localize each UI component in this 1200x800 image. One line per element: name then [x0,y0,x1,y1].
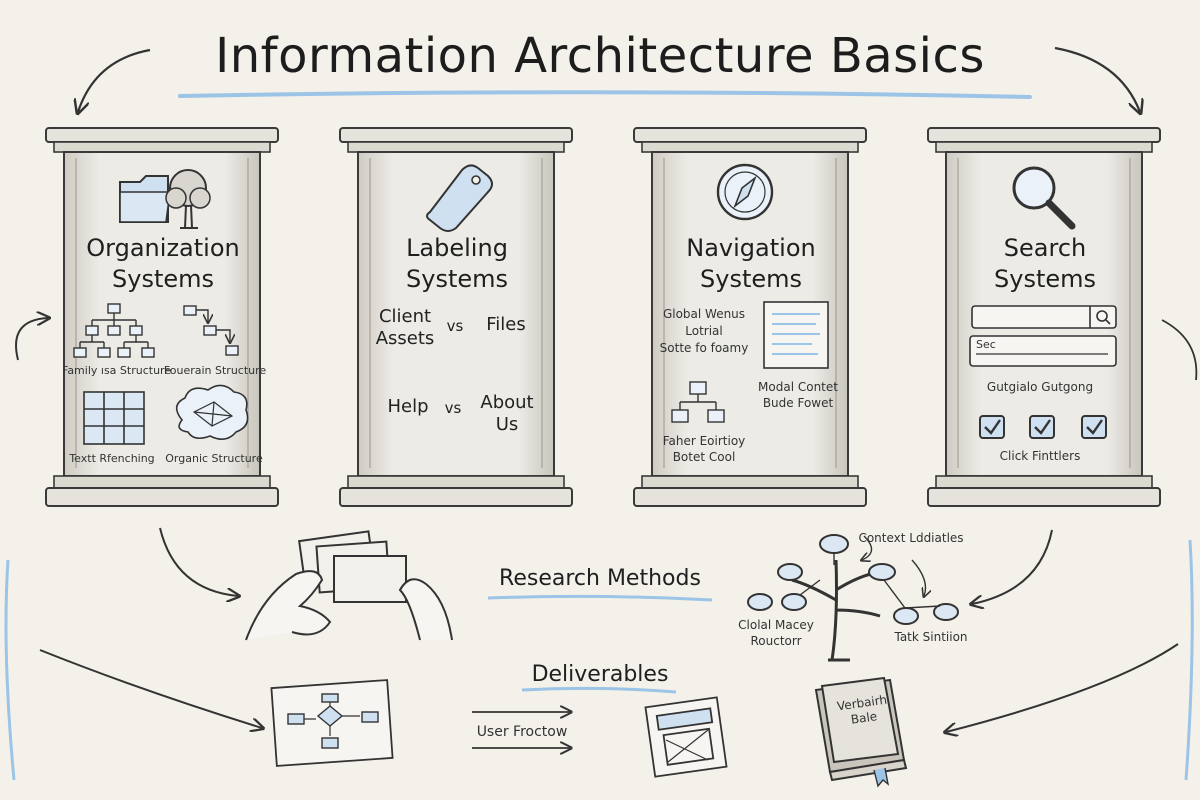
label-client: Client [378,306,432,327]
deliverables-underline [521,686,677,694]
hierarchy-mini-diagram [73,303,155,358]
organic-cloud-diagram [175,384,249,440]
tree-context-label: Context Lddiatles [858,531,964,545]
nav-footer-line2: Botet Cool [672,450,736,464]
arrow-right-loop [946,643,1179,732]
grid-mini-diagram [83,391,145,445]
magnifier-icon [1012,166,1076,230]
arrow-left-loop [39,649,262,728]
arrow-top-right [1054,46,1140,112]
pillar-labeling-title-line1: Labeling [406,234,508,262]
filter-checkboxes [979,415,1107,439]
pillar-navigation-title-line2: Systems [700,265,802,293]
sequential-structure-label: Fouerain Structure [163,364,267,377]
search-suggest-label: Gutgialo Gutgong [986,380,1094,394]
label-files: Files [486,314,526,335]
label-assets: Assets [375,328,435,349]
card-sorting-hands-icon [245,530,453,641]
search-field-text: Sec [976,338,996,351]
pillar-search-title-line2: Systems [994,265,1096,293]
nav-modal-line2: Bude Fowet [762,396,834,410]
arrow-org-to-cards [159,527,238,596]
hierarchy-structure-label: Family ısa Structure [62,364,172,377]
arrow-search-to-tree [972,529,1053,604]
pillar-search-title-line1: Search [1003,234,1087,262]
nav-global-line2: Lotrial [685,324,723,338]
tree-global-label: Clolal Macey [738,618,814,632]
arrow-top-left [78,48,151,112]
title-underline [178,90,1032,99]
footer-hierarchy-mini [671,381,725,423]
tree-task-label: Tatk Sintiion [894,630,968,644]
book-icon [814,676,908,788]
nav-footer-line1: Faher Eoirtioy [662,434,746,448]
tree-icon [165,169,211,229]
organic-structure-label: Organic Structure [165,452,263,465]
pillar-organization-title-line1: Organization [86,234,240,262]
label-about: About [480,392,534,413]
matrix-structure-label: Textt Rfenching [69,452,155,465]
tag-icon [426,164,493,232]
userflow-arrows [472,712,570,748]
pillar-organization-title-line2: Systems [112,265,214,293]
label-help: Help [387,396,429,417]
wireframe-sketch [644,696,728,778]
nav-global-line1: Global Wenus [662,307,746,321]
context-tree-diagram [747,534,959,662]
label-vs-1: vs [446,317,464,335]
edge-right-line [1184,539,1194,781]
deliverables-label: Deliverables [531,662,669,687]
nav-modal-line1: Modal Contet [758,380,838,394]
flowchart-sketch [270,679,394,767]
document-mini-icon [763,301,829,369]
tree-global-label-2: Rouctorr [750,634,802,648]
research-underline [487,594,713,602]
nav-global-line3: Sotte fo foamy [659,341,749,355]
arrow-side-left [15,318,48,361]
label-vs-2: vs [444,399,462,417]
userflow-label: User Froctow [476,724,568,740]
folder-icon [119,175,171,223]
compass-icon [716,163,774,221]
edge-left-line [4,559,16,781]
search-filters-label: Click Finttlers [999,449,1081,463]
search-field-mock [969,305,1117,367]
page-title: Information Architecture Basics [215,28,985,84]
edge-right-curve [1161,319,1198,381]
sequential-mini-diagram [183,305,239,356]
label-us: Us [495,414,519,435]
research-methods-label: Research Methods [499,566,701,591]
pillar-labeling-title-line2: Systems [406,265,508,293]
pillar-navigation-title-line1: Navigation [686,234,816,262]
